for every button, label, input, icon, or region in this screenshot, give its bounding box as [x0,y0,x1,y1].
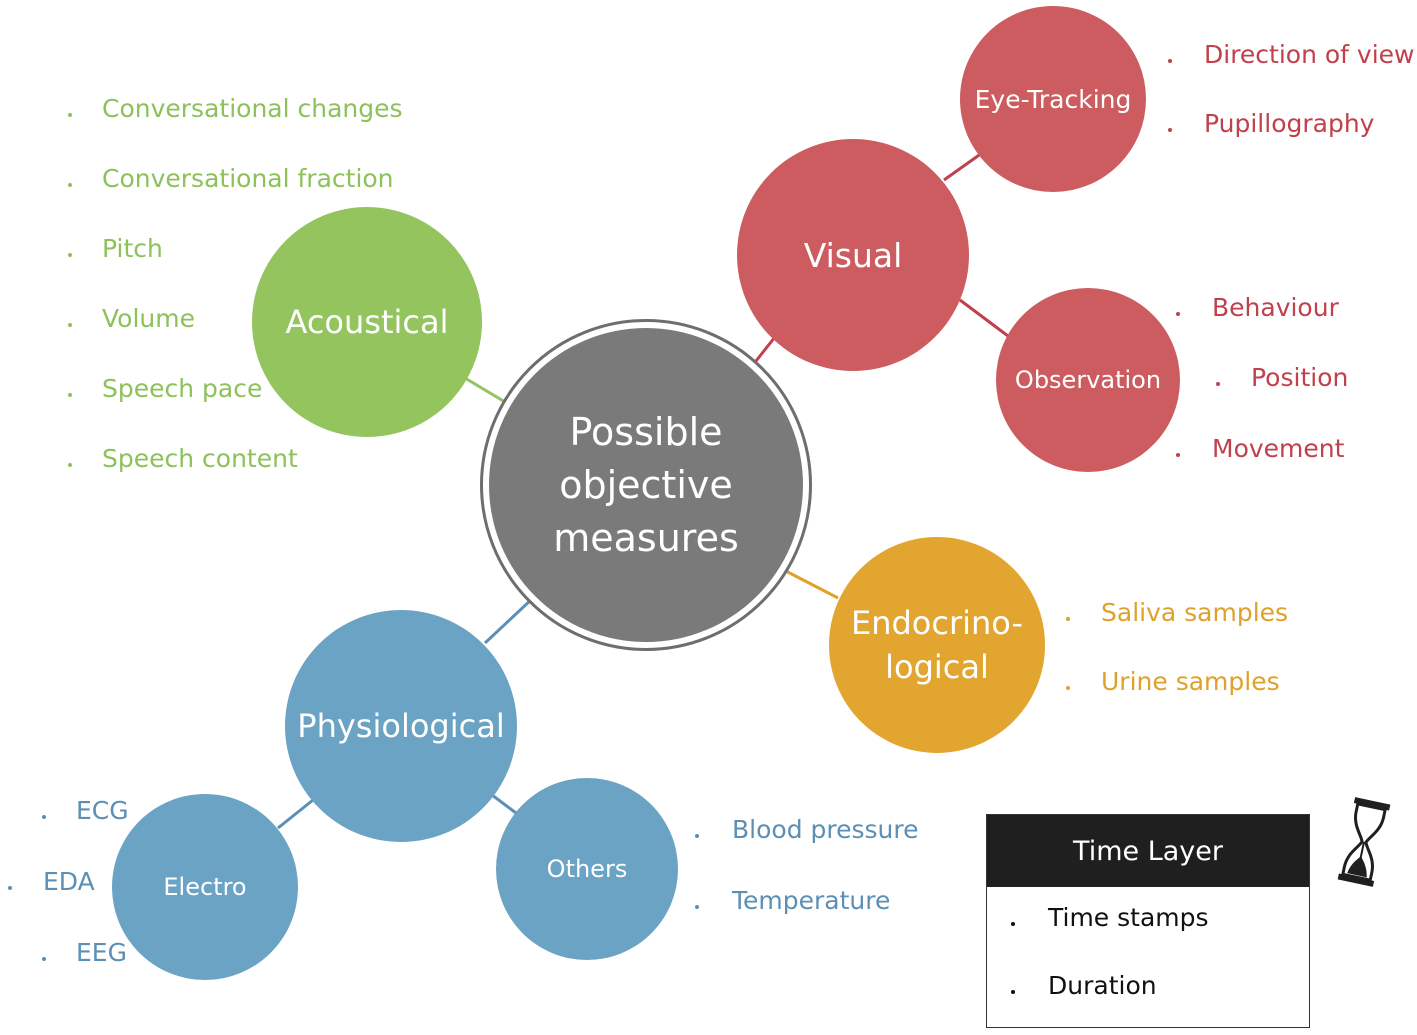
visual-label: Visual [803,235,903,275]
others-label: Others [546,855,628,883]
line-observation [959,298,1009,338]
endocrinological-node: Endocrino- logical [829,537,1045,753]
visual-node: Visual [737,139,969,371]
endocrinological-label-line-1: Endocrino- [850,604,1024,642]
center-node-fill: Possible objective measures [489,328,803,642]
list-item-text: Position [1251,363,1349,392]
list-item-text: Speech pace [102,374,263,403]
list-item-text: Conversational changes [102,94,403,123]
physiological-label: Physiological [297,707,505,745]
line-electro [277,798,314,830]
hourglass-icon [1337,797,1391,887]
list-item-text: Pitch [102,234,163,263]
time-layer-title: Time Layer [987,815,1309,887]
others-node: Others [496,778,678,960]
center-label-line-2: objective [559,462,733,507]
center-label-line-3: measures [553,515,739,560]
list-item-text: Pupillography [1204,109,1375,138]
list-item-text: Saliva samples [1101,598,1289,627]
line-physiological [483,596,535,645]
acoustical-label: Acoustical [285,303,449,341]
physiological-node: Physiological [285,610,517,842]
list-item-text: Conversational fraction [102,164,394,193]
list-item-text: Duration [1048,971,1157,1000]
eye-tracking-label: Eye-Tracking [974,84,1132,114]
list-item-text: Time stamps [1048,903,1209,932]
time-layer-box: Time Layer Time stamps Duration [986,814,1310,1028]
list-item-text: Urine samples [1101,667,1280,696]
list-item-text: Movement [1212,434,1345,463]
line-others [491,793,517,815]
observation-label: Observation [1014,366,1162,394]
observation-node: Observation [996,288,1180,472]
endocrinological-label-line-2: logical [885,648,989,686]
electro-label: Electro [163,873,247,901]
center-label-line-1: Possible [569,409,723,454]
acoustical-node: Acoustical [252,207,482,437]
list-item-text: Volume [102,304,195,333]
list-item-text: ECG [76,796,129,825]
list-item-text: Behaviour [1212,293,1339,322]
electro-node: Electro [112,794,298,980]
list-item-text: Blood pressure [732,815,919,844]
eye-tracking-node: Eye-Tracking [960,6,1146,192]
list-item-text: Speech content [102,444,298,473]
line-endocrinological [779,566,839,600]
line-eye-tracking [943,151,983,182]
list-item-text: EDA [43,867,95,896]
list-item-text: Direction of view [1204,40,1415,69]
center-node: Possible objective measures [480,319,812,651]
list-item-text: Temperature [732,886,891,915]
list-item-text: EEG [76,938,127,967]
